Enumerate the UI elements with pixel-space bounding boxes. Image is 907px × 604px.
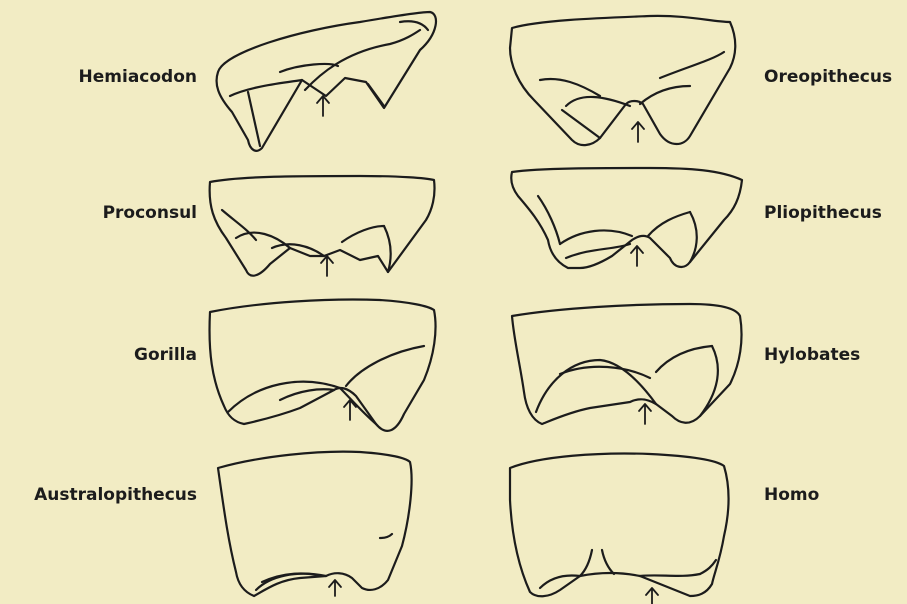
arrow-proconsul bbox=[321, 256, 333, 276]
tooth-pliopithecus bbox=[511, 168, 742, 268]
arrow-homo bbox=[646, 588, 658, 604]
tooth-homo bbox=[510, 454, 729, 597]
tooth-gorilla bbox=[210, 300, 436, 431]
arrow-pliopithecus bbox=[631, 246, 643, 266]
arrow-oreopithecus bbox=[632, 122, 644, 142]
tooth-oreopithecus bbox=[510, 16, 735, 145]
tooth-hylobates bbox=[512, 304, 742, 424]
tooth-hemiacodon bbox=[217, 12, 436, 151]
tooth-australopithecus bbox=[218, 452, 412, 596]
arrow-hemiacodon bbox=[317, 96, 329, 116]
arrow-australopithecus bbox=[329, 580, 341, 596]
arrow-hylobates bbox=[639, 404, 651, 424]
